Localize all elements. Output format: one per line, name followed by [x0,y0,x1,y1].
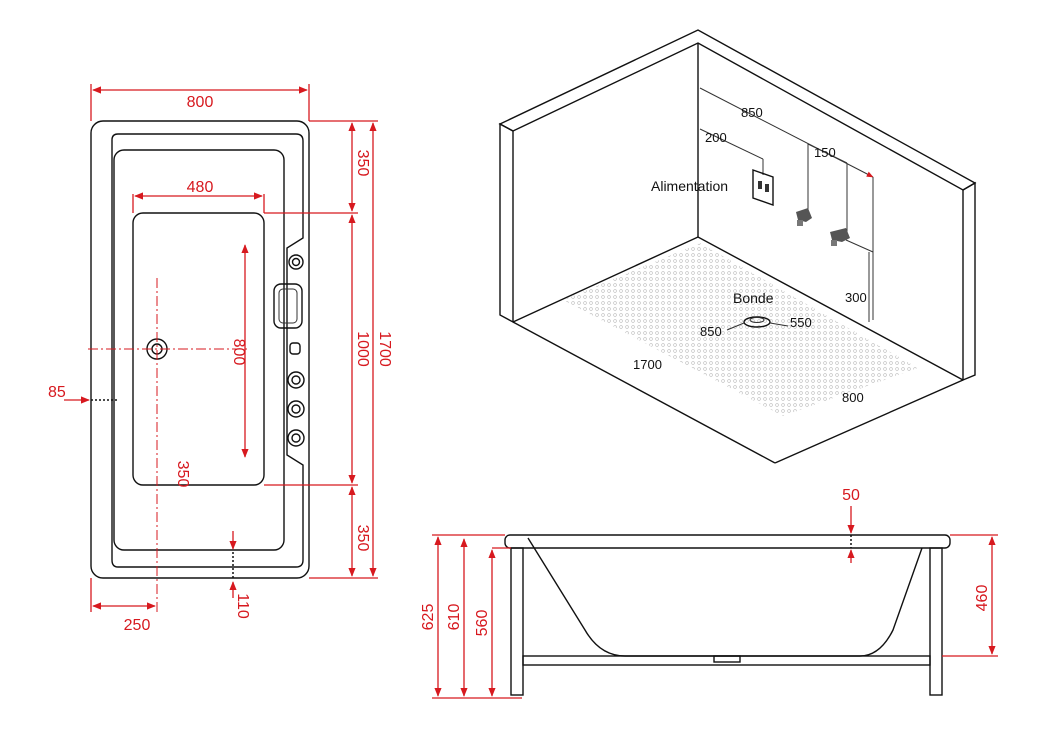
total-height-label: 625 [420,604,437,631]
right-wall-edge [962,181,976,382]
plan-view: 800 480 350 1000 350 1700 800 350 85 250 [48,84,393,634]
frame-leg-left [510,547,524,696]
supply-box [752,169,774,206]
water-height-label: 460 [974,585,991,612]
drain-label: Bonde [733,290,774,306]
dim-spout-150 [807,143,848,164]
supply-label: Alimentation [651,178,728,194]
total-length-label: 1700 [376,331,393,367]
inner-height-label: 560 [474,610,491,637]
bottom-offset-label: 110 [234,593,251,619]
foot-label: 350 [354,525,371,552]
left-wall-edge [499,122,514,324]
drain-offset-label: 350 [174,461,191,488]
frame-crossbar [522,655,931,666]
width-label: 800 [187,94,214,111]
floor-tiles [563,243,918,416]
jet-2 [287,400,305,418]
isometric-view: 850 200 150 Alimentation 300 Bonde 850 5… [498,29,977,464]
inner-length-label: 1000 [354,331,371,367]
mid-height-label: 610 [446,604,463,631]
dim-supply-200 [699,128,764,160]
wall-width-label: 850 [741,105,763,120]
length-label: 1700 [633,357,662,372]
basin-length-label: 800 [230,339,247,366]
spout-1 [796,208,812,222]
drain-right-label: 550 [790,315,812,330]
drain-left-label: 850 [700,324,722,339]
spout-height-label: 300 [845,290,867,305]
jet-1 [287,371,305,389]
pillow-icon [273,283,303,329]
head-label: 350 [354,150,371,177]
tub-rim-side [504,534,951,549]
rim-label: 50 [842,487,860,504]
side-offset-label: 85 [48,384,66,401]
spout-spacing-label: 150 [814,145,836,160]
basin-outer [113,149,285,551]
tub-rim-plan [111,133,304,568]
side-view: 50 625 610 560 460 [420,487,998,699]
fitting-knob [288,254,304,270]
drain-x-label: 250 [124,617,151,634]
basin-profile [527,537,923,657]
supply-offset-label: 200 [705,130,727,145]
frame-leg-right [929,547,943,696]
back-walls-top [498,29,977,191]
width-label-iso: 800 [842,390,864,405]
control-button [289,342,301,355]
spout-2 [830,228,850,242]
inner-width-label: 480 [187,179,214,196]
drain-side [713,655,741,663]
jet-3 [287,429,305,447]
